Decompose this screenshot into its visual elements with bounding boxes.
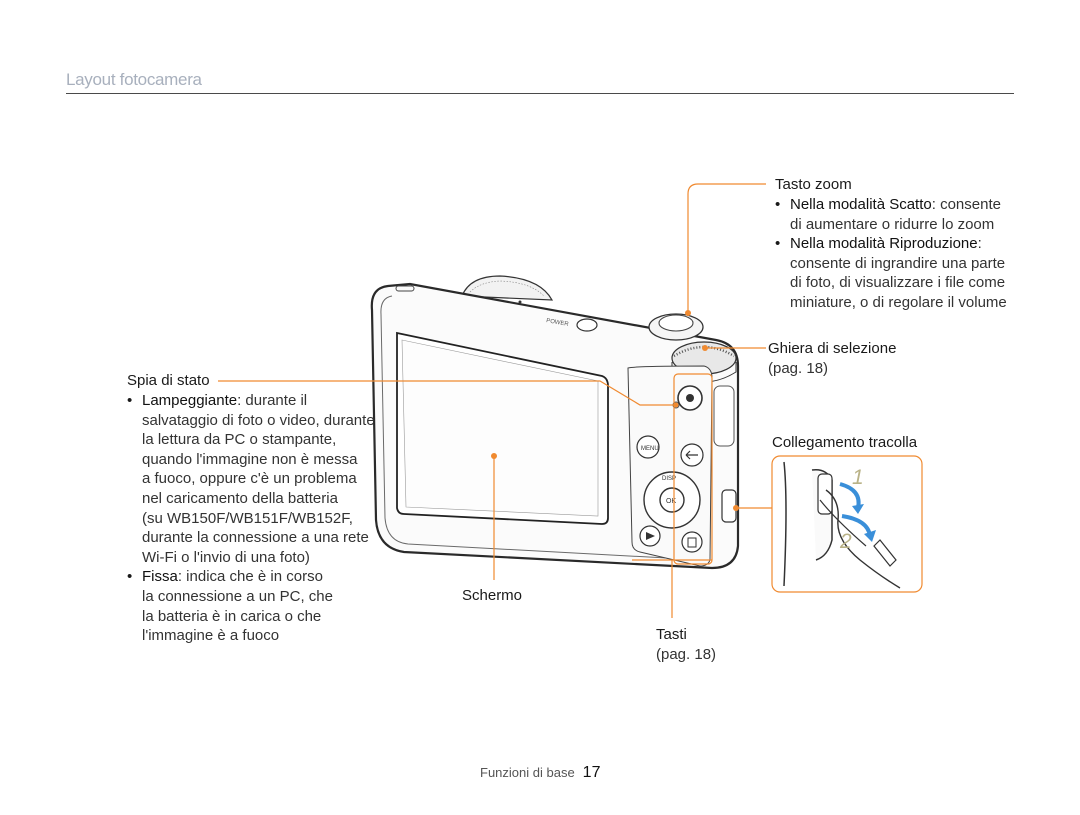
strap-detail-frame [771, 455, 923, 593]
callout-line-zoom [687, 183, 766, 312]
strap-detail: 1 2 [783, 461, 901, 589]
delete-button [681, 531, 703, 553]
callout-line-status [218, 380, 676, 406]
dot-zoom [685, 310, 691, 316]
dot-screen [491, 453, 497, 459]
callout-zoom-list: Nella modalità Scatto: consente di aumen… [775, 195, 1007, 313]
buttons-highlight [673, 373, 713, 565]
disp-label: DISP [662, 476, 676, 482]
callout-zoom-title: Tasto zoom [775, 176, 852, 193]
callout-status-title: Spia di stato [127, 372, 210, 389]
callout-lines [218, 183, 923, 618]
header-rule [66, 93, 1014, 94]
side-cover [713, 385, 735, 447]
ok-button [659, 487, 685, 513]
svg-text:MENU: MENU [641, 446, 659, 452]
callout-dial-title: Ghiera di selezione [768, 340, 897, 357]
microphone-hole [518, 300, 522, 304]
callout-buttons-page: (pag. 18) [656, 646, 717, 663]
list-item: Fissa: indica che è in corso la connessi… [127, 567, 375, 645]
footer-section: Funzioni di base [480, 765, 575, 780]
power-text: POWER [546, 318, 570, 328]
callout-zoom: Tasto zoom Nella modalità Scatto: consen… [775, 175, 1007, 313]
dot-dial [702, 345, 708, 351]
callout-status-list: Lampeggiante: durante il salvataggio di … [127, 391, 375, 646]
step-1-number: 1 [852, 466, 864, 489]
mode-dial-grip [673, 345, 735, 358]
page-number: 17 [582, 764, 601, 781]
svg-text:OK: OK [666, 498, 676, 505]
shutter-button [658, 314, 694, 332]
step-2-number: 2 [839, 530, 852, 553]
list-item: Nella modalità Riproduzione: consente di… [775, 234, 1007, 312]
camera-body-inner [380, 295, 705, 561]
callout-buttons-title: Tasti [656, 626, 687, 643]
callout-screen-title: Schermo [462, 587, 523, 604]
list-item: Lampeggiante: durante il salvataggio di … [127, 391, 375, 567]
callout-status: Spia di stato Lampeggiante: durante il s… [127, 371, 375, 646]
dot-strap [733, 505, 739, 511]
menu-button [636, 435, 660, 459]
page-footer: Funzioni di base 17 [480, 764, 600, 782]
top-slot [395, 285, 415, 292]
screen-display [401, 339, 599, 517]
callout-line-buttons [632, 559, 712, 618]
list-item: Nella modalità Scatto: consente di aumen… [775, 195, 1007, 234]
callout-strap-title: Collegamento tracolla [772, 434, 918, 451]
dot-status [673, 402, 679, 408]
power-button [576, 318, 598, 332]
section-title: Layout fotocamera [66, 70, 202, 89]
callout-dial-page: (pag. 18) [768, 360, 829, 377]
lens-barrel [461, 275, 554, 301]
